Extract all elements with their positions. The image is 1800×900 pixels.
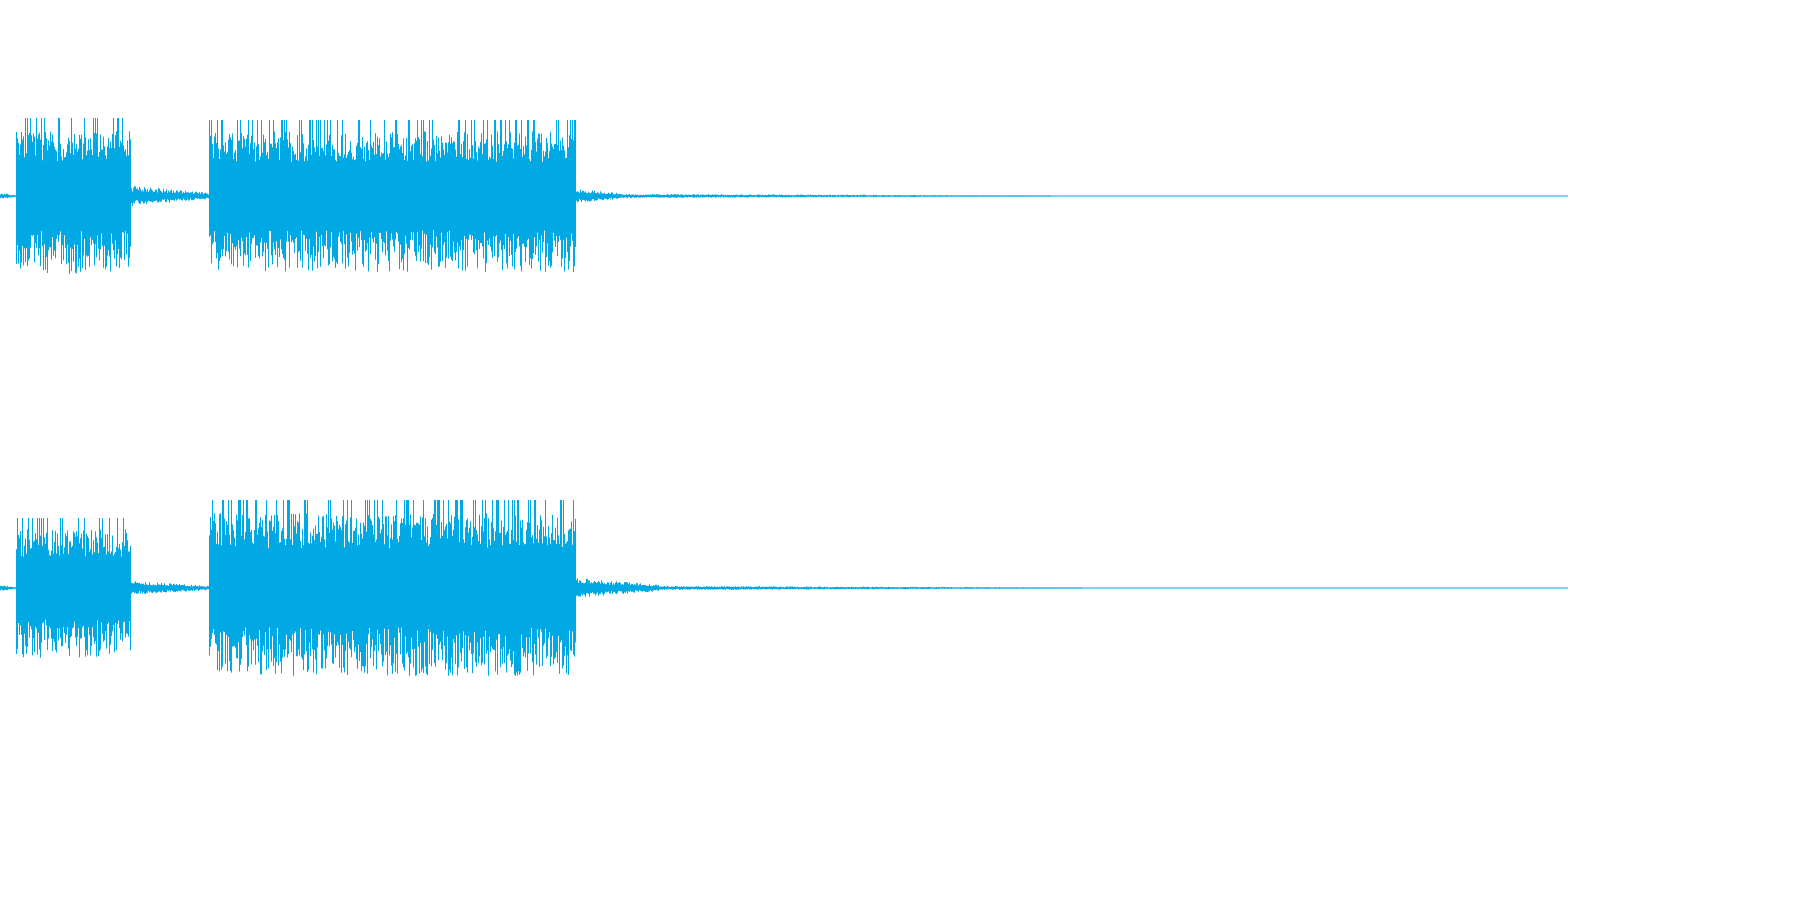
right-channel-peaks [0, 500, 1082, 676]
right-channel-peak-path [0, 500, 1082, 676]
left-channel-peak-path [0, 118, 1051, 274]
channel-left-waveform [0, 0, 1568, 392]
waveform-view [0, 0, 1568, 784]
right-channel-svg [0, 500, 1568, 676]
left-channel-svg [0, 118, 1568, 274]
left-channel-peaks [0, 118, 1051, 274]
channel-right-waveform [0, 392, 1568, 784]
